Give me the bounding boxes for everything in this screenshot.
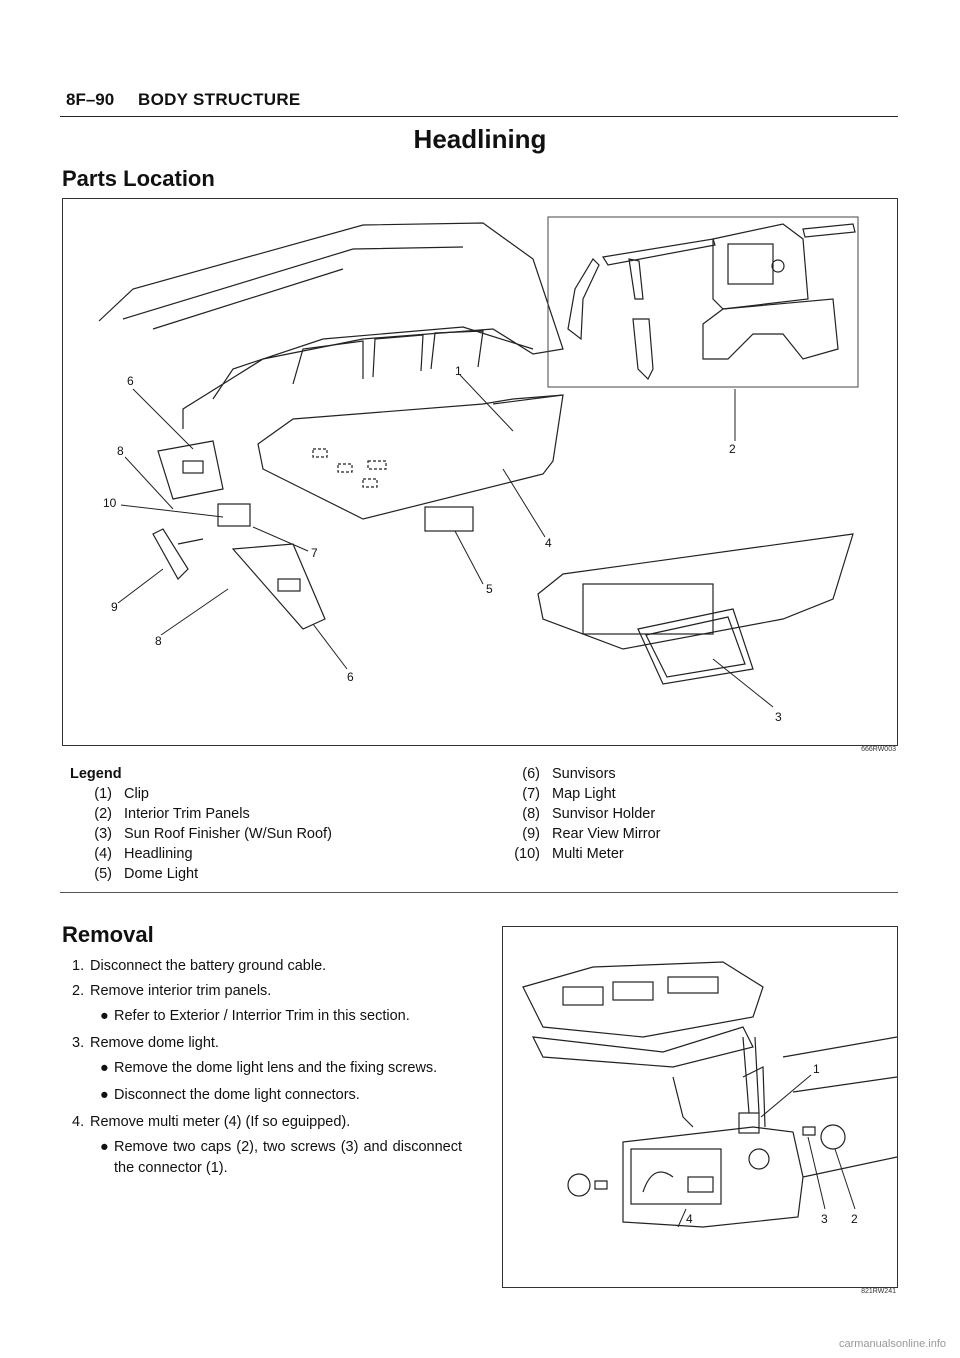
callout-2: 2 xyxy=(729,442,736,456)
callout-10: 10 xyxy=(103,496,117,510)
figure-code-removal: 821RW241 xyxy=(861,1288,896,1295)
legend-item: (2)Interior Trim Panels xyxy=(94,806,250,822)
step-bullet: ●Disconnect the dome light connectors. xyxy=(100,1085,462,1106)
callout-4: 4 xyxy=(545,536,552,550)
step-item: 2.Remove interior trim panels. xyxy=(72,983,272,999)
callout-5: 5 xyxy=(486,582,493,596)
bullet-icon: ● xyxy=(100,1008,109,1024)
step-bullet: ●Remove the dome light lens and the fixi… xyxy=(100,1058,462,1079)
step-item: 4.Remove multi meter (4) (If so eguipped… xyxy=(72,1114,351,1130)
callout-6-upper: 6 xyxy=(127,374,134,388)
multi-meter-figure: 1 4 3 2 xyxy=(502,926,898,1288)
legend-item: (1)Clip xyxy=(94,786,149,802)
bullet-icon: ● xyxy=(100,1139,109,1155)
legend-item: (4)Headlining xyxy=(94,846,193,862)
callout-6-lower: 6 xyxy=(347,670,354,684)
sunvisor-upper xyxy=(157,440,224,500)
callout-8-lower: 8 xyxy=(155,634,162,648)
page-title: Headlining xyxy=(413,124,547,154)
sunroof-finisher xyxy=(637,608,754,685)
parts-location-heading: Parts Location xyxy=(62,166,215,191)
legend-item: (7)Map Light xyxy=(522,786,616,802)
callout-2: 2 xyxy=(851,1212,858,1226)
legend-item: (8)Sunvisor Holder xyxy=(522,806,656,822)
overhead-console xyxy=(522,961,764,1038)
sunvisor-lower xyxy=(231,543,326,630)
page-number: 8F–90 xyxy=(66,90,115,109)
cap-right xyxy=(820,1124,846,1150)
multi-meter-drawing: 1 4 3 2 xyxy=(522,961,898,1228)
legend-item: (6)Sunvisors xyxy=(522,766,616,782)
callout-3: 3 xyxy=(775,710,782,724)
rear-view-mirror xyxy=(152,528,189,580)
bullet-icon: ● xyxy=(100,1060,109,1076)
legend-item: (5)Dome Light xyxy=(94,866,199,882)
parts-location-drawing: 6 8 10 9 8 6 1 7 5 4 2 3 xyxy=(98,216,859,724)
screw-right xyxy=(802,1126,816,1136)
callout-1: 1 xyxy=(455,364,462,378)
header-rule xyxy=(60,116,898,117)
legend-item: (3)Sun Roof Finisher (W/Sun Roof) xyxy=(94,826,332,842)
callout-3: 3 xyxy=(821,1212,828,1226)
removal-heading: Removal xyxy=(62,922,154,947)
callout-8-upper: 8 xyxy=(117,444,124,458)
connector xyxy=(738,1112,760,1134)
headlining-panel xyxy=(257,394,564,520)
section-header: BODY STRUCTURE xyxy=(138,90,301,109)
legend-rule xyxy=(60,892,898,893)
screw-left xyxy=(594,1180,608,1190)
legend-item: (9)Rear View Mirror xyxy=(522,826,661,842)
figure-code-parts: 666RW003 xyxy=(861,746,896,753)
step-item: 1.Disconnect the battery ground cable. xyxy=(72,958,327,974)
legend-item: (10)Multi Meter xyxy=(514,846,624,862)
vehicle-roof xyxy=(98,222,564,429)
bullet-icon: ● xyxy=(100,1087,109,1103)
legend-title: Legend xyxy=(70,766,122,782)
sunroof-headlining xyxy=(537,533,854,650)
callout-9: 9 xyxy=(111,600,118,614)
footer-watermark: carmanualsonline.info xyxy=(838,1338,946,1350)
step-item: 3.Remove dome light. xyxy=(72,1035,219,1051)
map-light xyxy=(217,503,251,527)
callout-7: 7 xyxy=(311,546,318,560)
cap-left xyxy=(567,1173,591,1197)
step-bullet: ●Refer to Exterior / Interrior Trim in t… xyxy=(100,1006,462,1027)
trim-panel-inset xyxy=(547,216,859,388)
step-bullet: ●Remove two caps (2), two screws (3) and… xyxy=(100,1139,462,1176)
callout-1: 1 xyxy=(813,1062,820,1076)
callout-4: 4 xyxy=(686,1212,693,1226)
parts-location-figure: 6 8 10 9 8 6 1 7 5 4 2 3 xyxy=(62,198,898,746)
multi-meter xyxy=(622,1126,804,1228)
removal-steps: 1.Disconnect the battery ground cable. 2… xyxy=(72,956,462,1185)
dome-light xyxy=(424,506,474,532)
